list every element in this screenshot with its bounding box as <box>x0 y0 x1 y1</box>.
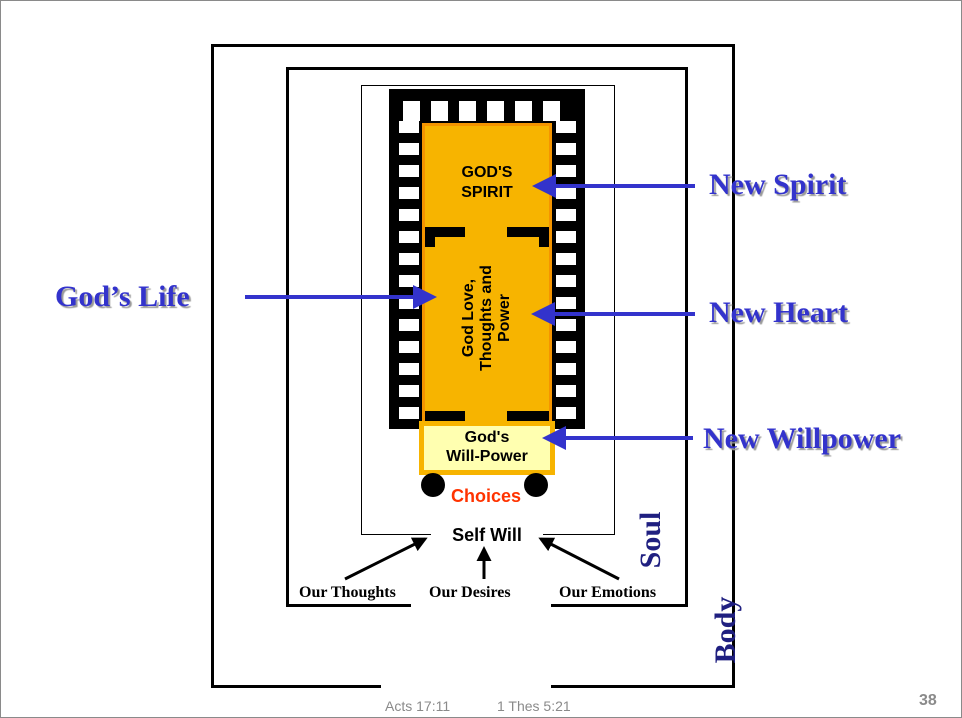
ladder-right-cell <box>556 297 576 309</box>
emotions-arrow <box>538 537 620 581</box>
willpower-label-2: Will-Power <box>446 448 528 465</box>
ladder-right-cell <box>556 363 576 375</box>
ladder-left-cell <box>399 165 419 177</box>
ladder-left-cell <box>399 231 419 243</box>
choices-label: Choices <box>450 486 522 506</box>
ladder-right-cell <box>556 253 576 265</box>
ladder-left-cell <box>399 341 419 353</box>
ladder-right-cell <box>556 209 576 221</box>
our-desires-label: Our Desires <box>429 584 511 601</box>
ladder-right-cell <box>556 319 576 331</box>
spirit-heart-core <box>422 123 552 429</box>
body-frame-gap <box>381 683 551 691</box>
willpower-box <box>419 421 555 475</box>
ladder-left-cell <box>399 385 419 397</box>
ladder-top-cell <box>487 101 504 121</box>
ladder-left-cell <box>399 275 419 287</box>
ladder-right-cell <box>556 143 576 155</box>
ladder-top-cell <box>431 101 448 121</box>
ladder-top-cell <box>403 101 420 121</box>
ladder-right-cell <box>556 187 576 199</box>
divider-notch-left <box>425 227 465 237</box>
ladder-right-cell <box>556 385 576 397</box>
soul-frame-gap <box>411 601 551 609</box>
ladder-left-cell <box>399 363 419 375</box>
spirit-label-2: SPIRIT <box>461 184 513 201</box>
new-heart-label: New Heart <box>709 296 849 329</box>
new-spirit-label: New Spirit <box>709 168 847 201</box>
left-wheel <box>421 473 445 497</box>
ladder-left-cell <box>399 319 419 331</box>
ladder-right-cell <box>556 231 576 243</box>
willpower-inner <box>424 426 550 470</box>
thoughts-arrow <box>344 537 428 581</box>
ladder-top-cell <box>543 101 560 121</box>
new-willpower-label: New Willpower <box>703 422 902 455</box>
divider-notch-right2 <box>539 237 549 247</box>
ladder-top-cell <box>515 101 532 121</box>
bottom-notch-right <box>507 411 549 421</box>
right-wheel <box>524 473 548 497</box>
ladder-left-cell <box>399 253 419 265</box>
ladder-right-cell <box>556 407 576 419</box>
our-thoughts-label: Our Thoughts <box>299 584 396 601</box>
divider-notch-left2 <box>425 237 435 247</box>
bottom-notch-left <box>425 411 465 421</box>
self-will-label: Self Will <box>452 525 522 545</box>
footer-ref-acts: Acts 17:11 <box>385 698 451 714</box>
ladder-right-cell <box>556 165 576 177</box>
ladder-left-cell <box>399 143 419 155</box>
ladder-left-cell <box>399 407 419 419</box>
ladder-left-cell <box>399 121 419 133</box>
self-will-backing <box>431 525 543 549</box>
page-number: 38 <box>919 692 937 709</box>
divider-notch-right <box>507 227 549 237</box>
ladder-right-cell <box>556 121 576 133</box>
ladder-right-cell <box>556 275 576 287</box>
ladder-right-cell <box>556 341 576 353</box>
ladder-left-cell <box>399 187 419 199</box>
spirit-label-1: GOD'S <box>461 164 513 181</box>
ladder-top-cell <box>459 101 476 121</box>
footer-ref-thes: 1 Thes 5:21 <box>497 698 571 714</box>
ladder-left-cell <box>399 209 419 221</box>
gods-life-label: God’s Life <box>55 280 190 313</box>
willpower-label-1: God's <box>464 429 510 446</box>
our-emotions-label: Our Emotions <box>559 584 657 601</box>
